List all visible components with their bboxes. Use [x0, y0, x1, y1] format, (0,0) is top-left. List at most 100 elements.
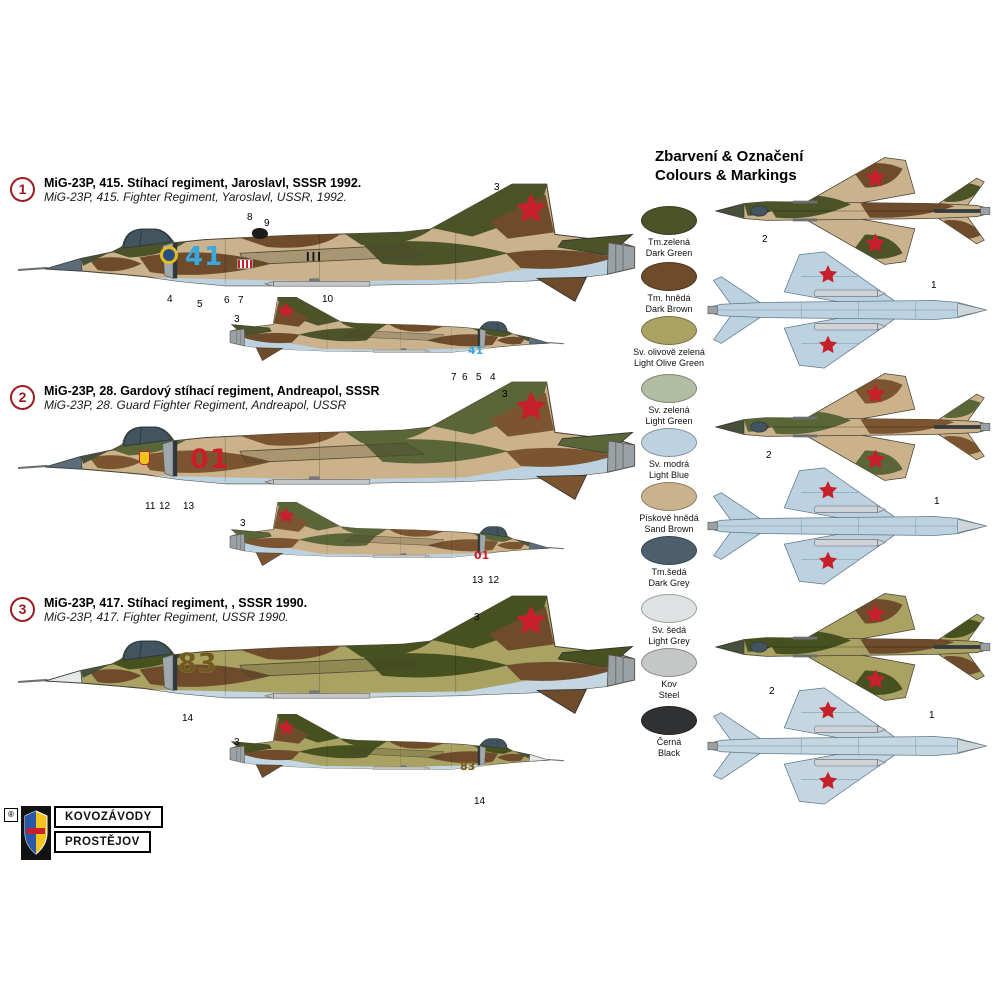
- part-callout: 7: [238, 295, 244, 306]
- scheme-1-bottom-view: [706, 248, 992, 372]
- part-callout: 6: [462, 372, 468, 383]
- colour-chip: [641, 594, 697, 623]
- part-callout: 13: [183, 501, 195, 512]
- colour-chip: [641, 316, 697, 345]
- scheme-1-nose-roundel: [160, 246, 178, 264]
- part-callout: 14: [474, 796, 486, 807]
- scheme-3-header: MiG-23P, 417. Stíhací regiment, , SSSR 1…: [44, 596, 307, 624]
- colour-chip: [641, 262, 697, 291]
- part-callout: 6: [224, 295, 230, 306]
- part-callout: 2: [769, 686, 775, 697]
- part-callout: 11: [145, 501, 156, 512]
- scheme-2-tail-number: 01: [190, 444, 230, 475]
- part-callout: 3: [502, 389, 508, 400]
- colour-swatch-black: Černá Black: [612, 706, 726, 758]
- scheme-3-tail-number: 83: [178, 648, 218, 679]
- colour-swatch-dark-brown: Tm. hnědá Dark Brown: [612, 262, 726, 314]
- scheme-1-header: MiG-23P, 415. Stíhací regiment, Jaroslav…: [44, 176, 361, 204]
- scheme-1-tail-number: 41: [185, 242, 224, 272]
- scheme-1-aux-marking: III: [306, 249, 323, 264]
- colour-name-cz: Tm.zelená: [647, 237, 691, 247]
- colour-name-en: Black: [657, 747, 680, 758]
- part-callout: 12: [159, 501, 171, 512]
- colour-swatch-dark-grey: Tm.šedá Dark Grey: [612, 536, 726, 588]
- scheme-3-bottom-view: [706, 684, 992, 808]
- colour-swatch-sand-brown: Pískově hnědá Sand Brown: [612, 482, 726, 534]
- colour-name-cz: Tm. hnědá: [647, 293, 691, 303]
- colour-swatch-light-blue: Sv. modrá Light Blue: [612, 428, 726, 480]
- colour-name-cz: Pískově hnědá: [639, 513, 699, 523]
- scheme-1-number-badge: 1: [10, 177, 35, 202]
- part-callout: 4: [167, 294, 173, 305]
- part-callout: 3: [234, 314, 240, 325]
- scheme-3-tail-number-small: 83: [460, 760, 476, 773]
- colour-name-en: Light Green: [645, 415, 693, 426]
- colour-name-cz: Sv. modrá: [648, 459, 690, 469]
- scheme-1-title-en: MiG-23P, 415. Fighter Regiment, Yaroslav…: [44, 190, 347, 204]
- scheme-2-tail-number-small: 01: [474, 549, 490, 562]
- scheme-1-tail-number-small: 41: [468, 344, 484, 357]
- colour-name-en: Dark Grey: [648, 577, 690, 588]
- colour-name-cz: Sv. zelená: [648, 405, 690, 415]
- colour-swatch-light-olive-green: Sv. olivově zelená Light Olive Green: [612, 316, 726, 368]
- part-callout: 2: [766, 450, 772, 461]
- registered-mark: ®: [4, 808, 18, 822]
- colour-name-en: Light Grey: [648, 635, 690, 646]
- scheme-3-number-badge: 3: [10, 597, 35, 622]
- colour-name-en: Dark Brown: [645, 303, 693, 314]
- scheme-2-side-profile-right: [225, 500, 565, 585]
- colour-chip: [641, 374, 697, 403]
- part-callout: 4: [490, 372, 496, 383]
- brand-name-line2: PROSTĚJOV: [54, 831, 151, 853]
- part-callout: 1: [934, 496, 940, 507]
- scheme-2-bottom-view: [706, 464, 992, 588]
- colour-chip: [641, 536, 697, 565]
- colour-name-cz: Kov: [661, 679, 677, 689]
- scheme-3-title-cz: MiG-23P, 417. Stíhací regiment, , SSSR 1…: [44, 596, 308, 610]
- scheme-2-number-badge: 2: [10, 385, 35, 410]
- scheme-2-guards-crest: [139, 451, 150, 465]
- colour-chip: [641, 428, 697, 457]
- part-callout: 14: [182, 713, 194, 724]
- colour-chip: [641, 706, 697, 735]
- colour-name-cz: Sv. šedá: [651, 625, 687, 635]
- scheme-2-title-cz: MiG-23P, 28. Gardový stíhací regiment, A…: [44, 384, 380, 398]
- colour-name-en: Sand Brown: [644, 523, 694, 534]
- part-callout: 1: [931, 280, 937, 291]
- scheme-1-title-cz: MiG-23P, 415. Stíhací regiment, Jaroslav…: [44, 176, 362, 190]
- part-callout: 1: [929, 710, 935, 721]
- part-callout: 5: [476, 372, 482, 383]
- part-callout: 3: [240, 518, 246, 529]
- part-callout: 5: [197, 299, 203, 310]
- brand-name-line1: KOVOZÁVODY: [54, 806, 163, 828]
- part-callout: 3: [474, 612, 480, 623]
- colour-name-en: Dark Green: [645, 247, 693, 258]
- colour-name-en: Light Blue: [648, 469, 690, 480]
- scheme-2-title-en: MiG-23P, 28. Guard Fighter Regiment, And…: [44, 398, 347, 412]
- colour-name-en: Steel: [658, 689, 680, 700]
- scheme-1-stripe-marking: [237, 259, 253, 269]
- part-callout: 9: [264, 218, 270, 229]
- part-callout: 10: [322, 294, 334, 305]
- colour-swatch-light-grey: Sv. šedá Light Grey: [612, 594, 726, 646]
- colours-title-en: Colours & Markings: [655, 167, 797, 184]
- colour-chip: [641, 206, 697, 235]
- scheme-3-title-en: MiG-23P, 417. Fighter Regiment, USSR 199…: [44, 610, 289, 624]
- colour-name-cz: Černá: [656, 737, 682, 747]
- colour-swatch-steel: Kov Steel: [612, 648, 726, 700]
- colour-name-en: Light Olive Green: [633, 357, 705, 368]
- part-callout: 12: [488, 575, 500, 586]
- scheme-2-header: MiG-23P, 28. Gardový stíhací regiment, A…: [44, 384, 380, 412]
- brand-name: KOVOZÁVODY PROSTĚJOV: [54, 806, 163, 856]
- colours-title-cz: Zbarvení & Označení: [655, 148, 804, 165]
- colour-name-cz: Sv. olivově zelená: [633, 347, 705, 357]
- scheme-1-eagle-artwork: [252, 228, 268, 239]
- part-callout: 7: [451, 372, 457, 383]
- colour-swatch-light-green: Sv. zelená Light Green: [612, 374, 726, 426]
- colour-swatch-dark-green: Tm.zelená Dark Green: [612, 206, 726, 258]
- part-callout: 3: [234, 737, 240, 748]
- part-callout: 13: [472, 575, 484, 586]
- colour-chip: [641, 482, 697, 511]
- colour-chip: [641, 648, 697, 677]
